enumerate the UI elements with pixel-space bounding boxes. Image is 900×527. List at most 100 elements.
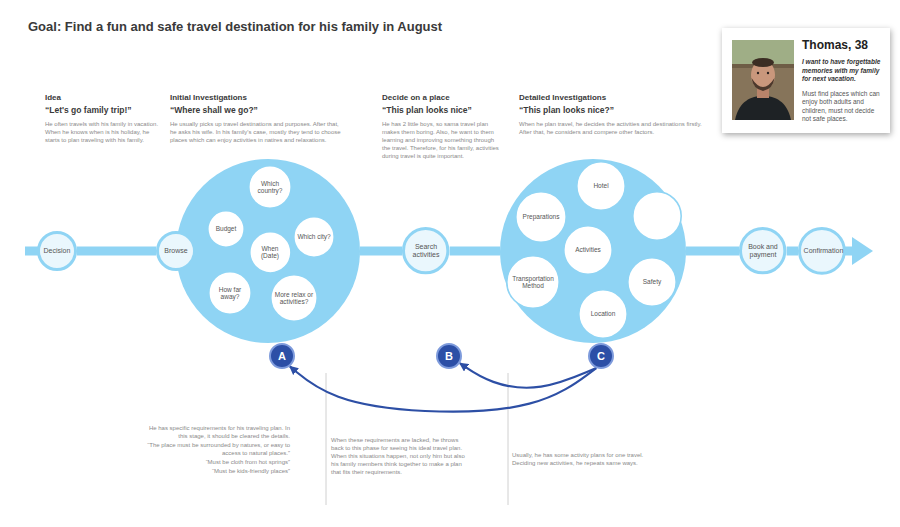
timeline-band — [77, 247, 156, 256]
circle-outline — [158, 233, 195, 270]
phase-heading: Idea — [45, 93, 163, 103]
node-label: Hotel — [593, 182, 608, 189]
topic-circle: Which city? — [293, 216, 335, 258]
phase-heading: Initial Investigations — [170, 93, 342, 103]
text-holder: Safety — [627, 257, 677, 307]
text-holder: How far away? — [208, 271, 252, 315]
note-text: “Must be kids-friendly places” — [138, 467, 290, 475]
diagram-title: Goal: Find a fun and safe travel destina… — [28, 19, 442, 34]
node-label: Which country? — [252, 180, 287, 195]
note-text: When these requirements are lacked, he t… — [331, 436, 469, 476]
topic-circle: More relax or activities? — [270, 274, 318, 322]
circle-outline — [294, 217, 334, 257]
step-circle: Confirmation — [798, 227, 846, 275]
topic-circle: How far away? — [208, 271, 252, 315]
text-holder: Hotel — [576, 161, 626, 211]
node-label: Decision — [44, 247, 71, 255]
callout-marker: A — [269, 343, 295, 369]
phase-quote: “This plan looks nice?” — [519, 105, 707, 115]
text-holder: When (Date) — [249, 231, 292, 274]
text-holder: B — [436, 343, 462, 369]
text-block: When these requirements are lacked, he t… — [331, 436, 469, 477]
circle-outline — [249, 231, 290, 272]
node-label: Confirmation — [804, 247, 841, 255]
circle-outline — [800, 229, 845, 274]
circle-outline — [577, 162, 625, 210]
text-holder: Location — [578, 289, 628, 339]
callout-letter: B — [445, 350, 453, 363]
node-label: When (Date) — [253, 245, 287, 260]
circle-outline — [579, 290, 627, 338]
title-block: Goal: Find a fun and safe travel destina… — [28, 19, 442, 34]
circle-outline — [589, 344, 613, 368]
phase-description: He often travels with his family in vaca… — [45, 120, 163, 144]
timeline-band — [686, 246, 739, 255]
photo-eye — [757, 72, 759, 74]
circle-outline — [741, 229, 785, 273]
timeline-band — [450, 246, 500, 255]
photo-hair — [752, 58, 774, 67]
text-block: Idea “Let's go family trip!” He often trav… — [45, 93, 163, 144]
circle-outline — [564, 226, 612, 274]
circle-outline — [39, 233, 76, 270]
text-holder: Decision — [37, 231, 77, 271]
node-label: Book and payment — [745, 243, 782, 259]
callout-letter: A — [278, 350, 286, 363]
divider-line — [508, 373, 509, 505]
text-holder: Which country? — [248, 165, 292, 209]
photo-eye — [767, 72, 769, 74]
topic-circle: Hotel — [576, 161, 626, 211]
topic-circle: Budget — [207, 210, 245, 248]
step-circle: Book and payment — [739, 227, 786, 274]
circle-outline — [209, 272, 251, 314]
cluster-outline — [500, 159, 686, 343]
persona-description: Must find places which can enjoy both ad… — [802, 90, 882, 124]
circle-outline — [633, 192, 681, 240]
flow-arrow — [460, 363, 596, 388]
persona-photo — [732, 40, 794, 120]
circle-outline — [404, 229, 448, 273]
step-circle: Browse — [156, 231, 196, 271]
node-label: How far away? — [212, 286, 247, 301]
callout-letter: C — [597, 350, 605, 363]
photo-beard — [752, 78, 775, 91]
node-label: Budget — [216, 225, 237, 232]
text-block: Detailed Investigations “This plan looks … — [519, 93, 707, 136]
topic-circle: Preparations — [515, 191, 567, 243]
photo-background — [732, 40, 794, 120]
phase-quote: “This plan looks nice” — [382, 105, 502, 115]
text-holder: Preparations — [515, 191, 567, 243]
note-text: Usually, he has some activity plans for … — [512, 451, 650, 467]
topic-circle: Transportation Method — [506, 255, 560, 309]
node-label: Transportation Method — [511, 275, 554, 290]
phase-description: When he plan travel, he decides the acti… — [519, 120, 707, 136]
text-holder: Search activities — [402, 227, 449, 274]
note-text: He has specific requirements for his tra… — [138, 424, 290, 440]
text-holder: Transportation Method — [506, 255, 560, 309]
node-label: More relax or activities? — [275, 291, 313, 306]
timeline-band — [360, 246, 402, 255]
note-text: “Must be cloth from hot springs” — [138, 458, 290, 466]
topic-circle: Activities — [563, 225, 613, 275]
step-circle: Search activities — [402, 227, 449, 274]
circle-outline — [249, 166, 291, 208]
node-label: Activities — [575, 246, 601, 253]
note-text: “The place must be surrounded by natures… — [138, 441, 290, 457]
circle-outline — [628, 258, 676, 306]
phase-heading: Decide on a place — [382, 93, 502, 103]
text-holder: C — [588, 343, 614, 369]
node-label: Preparations — [523, 213, 560, 220]
topic-circle: Location — [578, 289, 628, 339]
text-block: He has specific requirements for his tra… — [138, 424, 290, 477]
phase-quote: “Let's go family trip!” — [45, 105, 163, 115]
phase-description: He has 2 little boys, so sama travel pla… — [382, 120, 502, 160]
node-label: Safety — [643, 278, 661, 285]
persona-quote: I want to have forgettable memories with… — [802, 58, 882, 83]
node-label: Search activities — [408, 243, 445, 259]
phase-description: He usually picks up travel destinations … — [170, 120, 342, 144]
phase-heading: Detailed Investigations — [519, 93, 707, 103]
node-label: Location — [591, 310, 616, 317]
phase-circle: Which country? Budget Which city? When (Dat… — [176, 159, 360, 343]
text-holder: More relax or activities? — [270, 274, 318, 322]
